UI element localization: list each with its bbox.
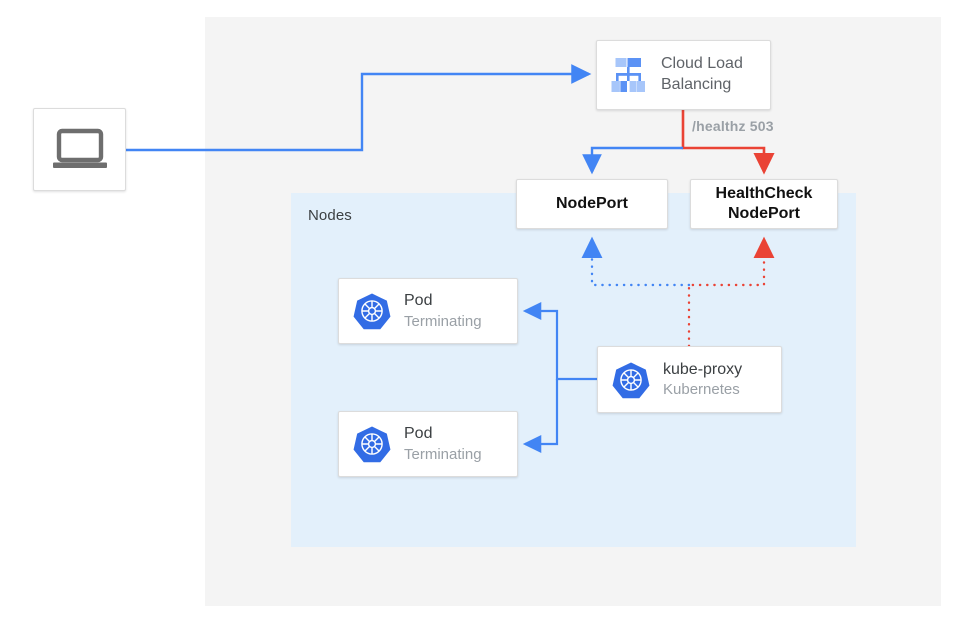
healthz-label: /healthz 503 (692, 118, 774, 134)
pod-card[interactable]: Pod Terminating (338, 411, 518, 477)
client-card[interactable] (33, 108, 126, 191)
pod-status: Terminating (404, 445, 482, 463)
nodeport-label: NodePort (556, 195, 628, 213)
pod-title: Pod (404, 292, 433, 310)
healthcheck-nodeport-label-line1: HealthCheck (715, 185, 813, 203)
cloud-load-balancing-title-line1: Cloud Load (661, 55, 743, 73)
pod-title: Pod (404, 425, 433, 443)
nodeport-card[interactable]: NodePort (516, 179, 668, 229)
kube-proxy-title: kube-proxy (663, 360, 743, 378)
kubernetes-icon (353, 426, 391, 463)
cloud-load-balancing-title-line2: Balancing (661, 76, 732, 93)
laptop-icon (52, 128, 107, 168)
healthcheck-nodeport-label-line2: NodePort (727, 205, 800, 222)
kubernetes-icon (612, 362, 650, 398)
pod-status: Terminating (404, 312, 482, 330)
kube-proxy-subtitle: Kubernetes (663, 381, 740, 399)
kube-proxy-card[interactable]: kube-proxy Kubernetes (597, 346, 782, 413)
healthcheck-nodeport-card[interactable]: HealthCheck NodePort (690, 179, 838, 229)
pod-card[interactable]: Pod Terminating (338, 278, 518, 344)
kubernetes-icon (353, 293, 391, 330)
cloud-load-balancing-icon (611, 58, 645, 92)
nodes-panel-label: Nodes (308, 207, 352, 224)
cloud-load-balancing-card[interactable]: Cloud Load Balancing (596, 40, 771, 110)
